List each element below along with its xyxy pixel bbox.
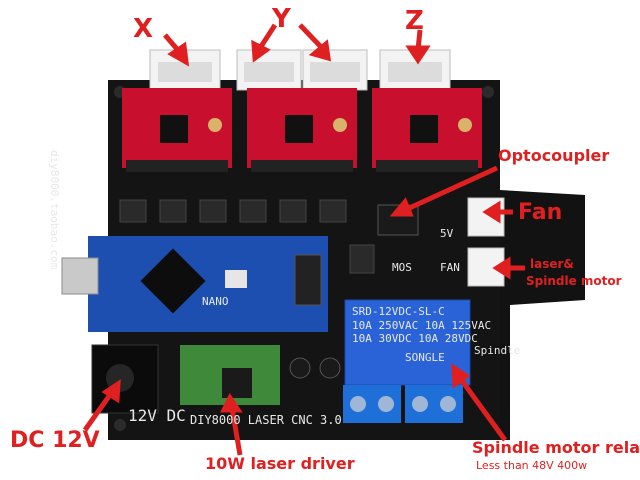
arduino-nano xyxy=(61,236,328,332)
label-spindle-relay: Spindle motor relay xyxy=(472,438,640,457)
label-z-axis: Z xyxy=(405,6,425,36)
label-optocoupler: Optocoupler xyxy=(498,146,610,165)
label-laser-driver: 10W laser driver xyxy=(205,454,355,473)
v5-silkscreen: 5V xyxy=(440,227,454,240)
screw-terminals xyxy=(343,385,463,423)
capacitors xyxy=(289,357,341,379)
board-name-silkscreen: DIY8000 LASER CNC 3.0 xyxy=(190,413,342,427)
mos-silkscreen: MOS xyxy=(392,261,412,274)
label-fan: Fan xyxy=(518,200,563,225)
stepper-connector-y1 xyxy=(236,49,302,91)
nano-silkscreen: NANO xyxy=(202,295,229,308)
label-laser-spindle-2: Spindle motor xyxy=(526,274,622,288)
power-jack-silkscreen: 12V DC xyxy=(128,406,186,425)
label-x-axis: X xyxy=(133,14,155,44)
spindle-relay xyxy=(344,299,471,386)
stepper-driver-z xyxy=(372,88,482,172)
relay-model-text: SRD-12VDC-SL-C xyxy=(352,305,445,318)
mosfet-row xyxy=(119,199,375,274)
website-silkscreen: diy8000.taobao.com xyxy=(48,150,61,270)
stepper-driver-y xyxy=(247,88,357,172)
spindle-silkscreen: Spindle xyxy=(474,344,521,357)
label-dc-input: DC 12V xyxy=(10,428,100,453)
relay-rating-1: 10A 250VAC 10A 125VAC xyxy=(352,319,492,332)
callout-arrows xyxy=(82,23,525,456)
label-laser-spindle-1: laser& xyxy=(530,257,574,271)
relay-rating-2: 10A 30VDC 10A 28VDC xyxy=(352,332,478,345)
fan-silkscreen: FAN xyxy=(440,261,460,274)
stepper-connector-y2 xyxy=(302,49,368,91)
relay-brand-text: SONGLE xyxy=(405,351,445,364)
stepper-driver-x xyxy=(122,88,232,172)
label-spindle-relay-sub: Less than 48V 400w xyxy=(476,459,588,472)
label-y-axis: Y xyxy=(272,4,292,34)
